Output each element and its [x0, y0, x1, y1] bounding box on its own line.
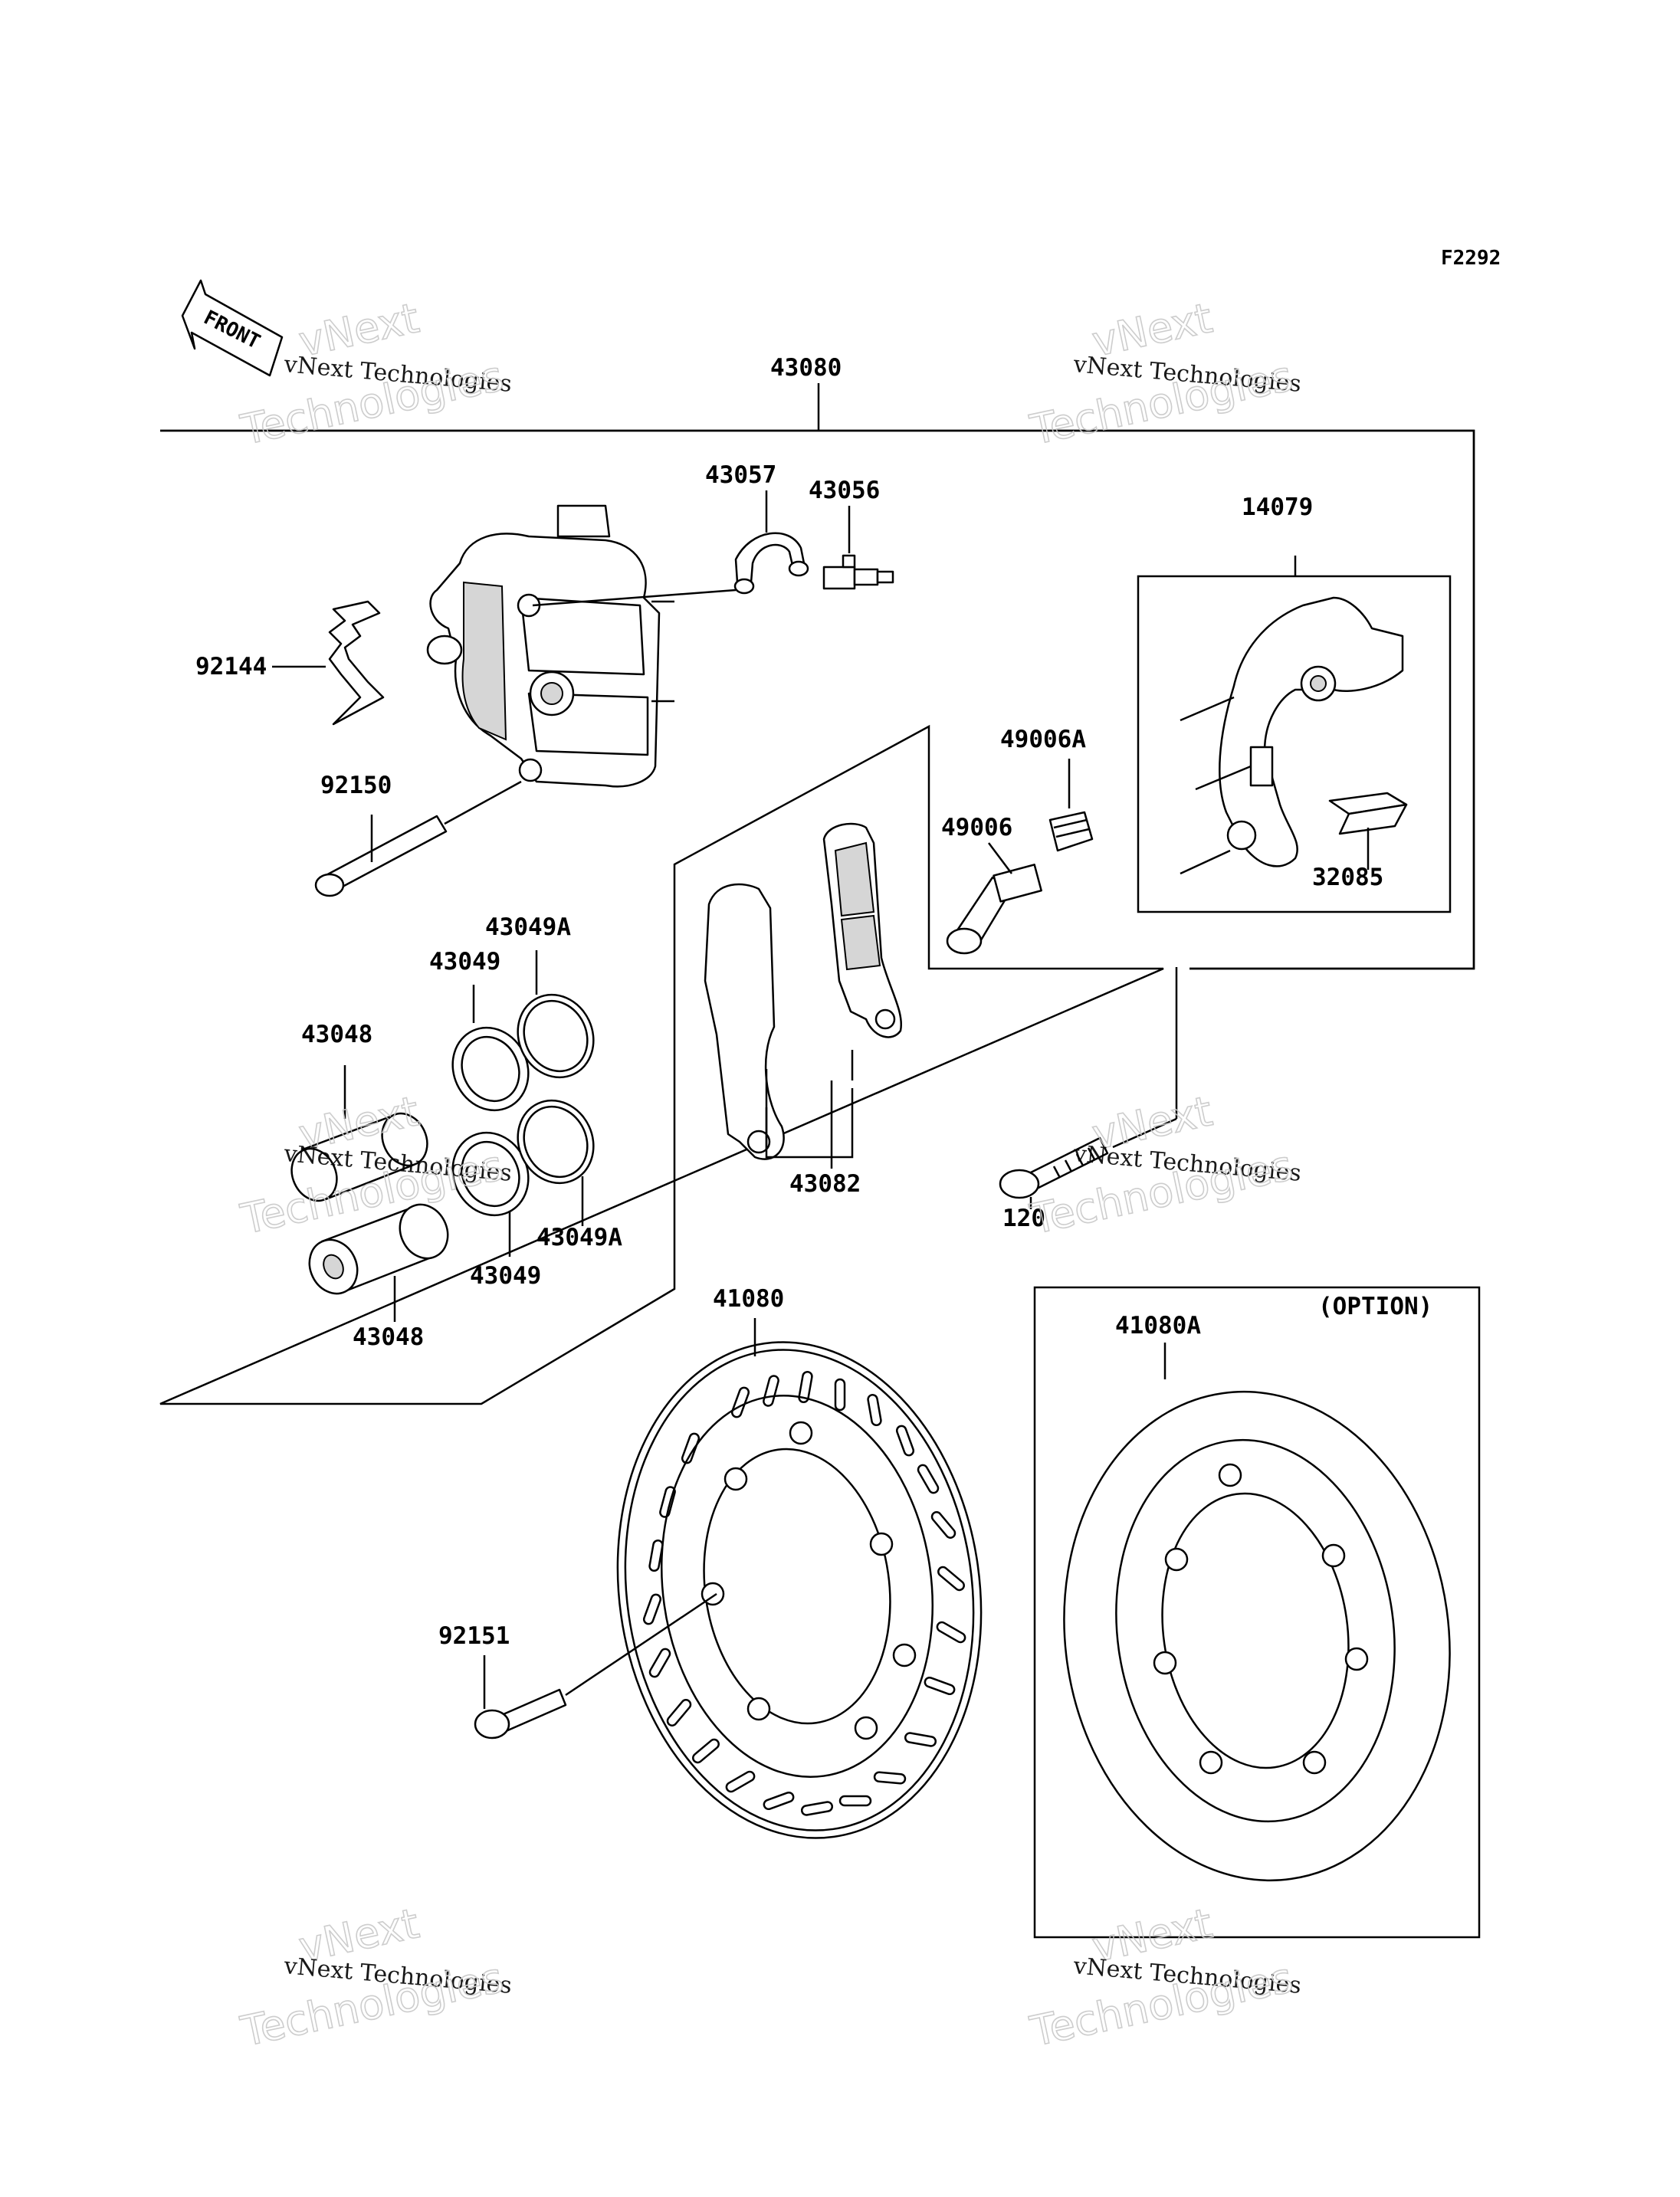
part-label: 43049 [429, 948, 500, 976]
part-label: 43048 [301, 1021, 372, 1048]
front-arrow-icon: FRONT [181, 279, 284, 377]
figure-code: F2292 [1441, 247, 1501, 270]
pad-spring-92144 [328, 600, 385, 726]
option-disc-holes [1153, 1463, 1369, 1775]
part-label: 14079 [1242, 494, 1313, 521]
brake-pads-43082 [704, 822, 903, 1160]
option-label: (OPTION) [1318, 1293, 1432, 1320]
part-label: 41080 [713, 1285, 784, 1313]
part-label: 49006 [941, 814, 1012, 841]
part-label: 43056 [809, 477, 880, 504]
piston-seals-lower [451, 1099, 595, 1217]
part-label: 92151 [438, 1622, 510, 1650]
disc-bolt-92151 [474, 1688, 567, 1740]
watermark-bottom-right: vNext vNext Technologies Technologies [1025, 1898, 1302, 2056]
bracket-box [1137, 575, 1452, 913]
part-label: 43049 [470, 1262, 541, 1290]
part-label: 43048 [353, 1323, 424, 1351]
piston-seals-upper [451, 993, 595, 1112]
brake-disc-41080A [1063, 1390, 1451, 1882]
part-label: 41080A [1115, 1312, 1201, 1340]
piston-43048-lower [308, 1203, 449, 1295]
part-label: 43049A [485, 913, 571, 941]
part-label: 43080 [770, 354, 842, 382]
part-label: 92144 [195, 653, 267, 680]
caliper-body [426, 504, 674, 788]
watermark-mid-left: vNext vNext Technologies Technologies [236, 1086, 513, 1244]
part-label: 92150 [320, 772, 392, 799]
hose-clip-43057 [733, 532, 809, 595]
part-label: 43057 [705, 461, 776, 489]
piston-43048-upper [290, 1112, 428, 1202]
option-box [1033, 1286, 1481, 1939]
bolt-120 [999, 1136, 1109, 1199]
part-label: 43049A [536, 1224, 622, 1251]
disc-slots [642, 1370, 966, 1816]
bleeder-valve-43056 [822, 554, 894, 590]
boot-49006A [1048, 811, 1094, 852]
part-label: 120 [1002, 1205, 1045, 1232]
caliper-bracket-14079 [1195, 596, 1404, 867]
brake-disc-41080 [616, 1341, 983, 1839]
slide-pin-49006 [946, 864, 1042, 955]
part-labels: 43080 43057 43056 14079 92144 49006A 921… [195, 354, 1432, 1650]
part-label: 32085 [1312, 864, 1383, 891]
part-label: 43082 [789, 1170, 861, 1198]
caliper-pin-92150 [314, 815, 448, 897]
disc-holes [701, 1421, 917, 1740]
pad-clip-32085 [1328, 792, 1408, 835]
watermark-bottom-left: vNext vNext Technologies Technologies [236, 1898, 513, 2056]
part-label: 49006A [1000, 726, 1086, 753]
